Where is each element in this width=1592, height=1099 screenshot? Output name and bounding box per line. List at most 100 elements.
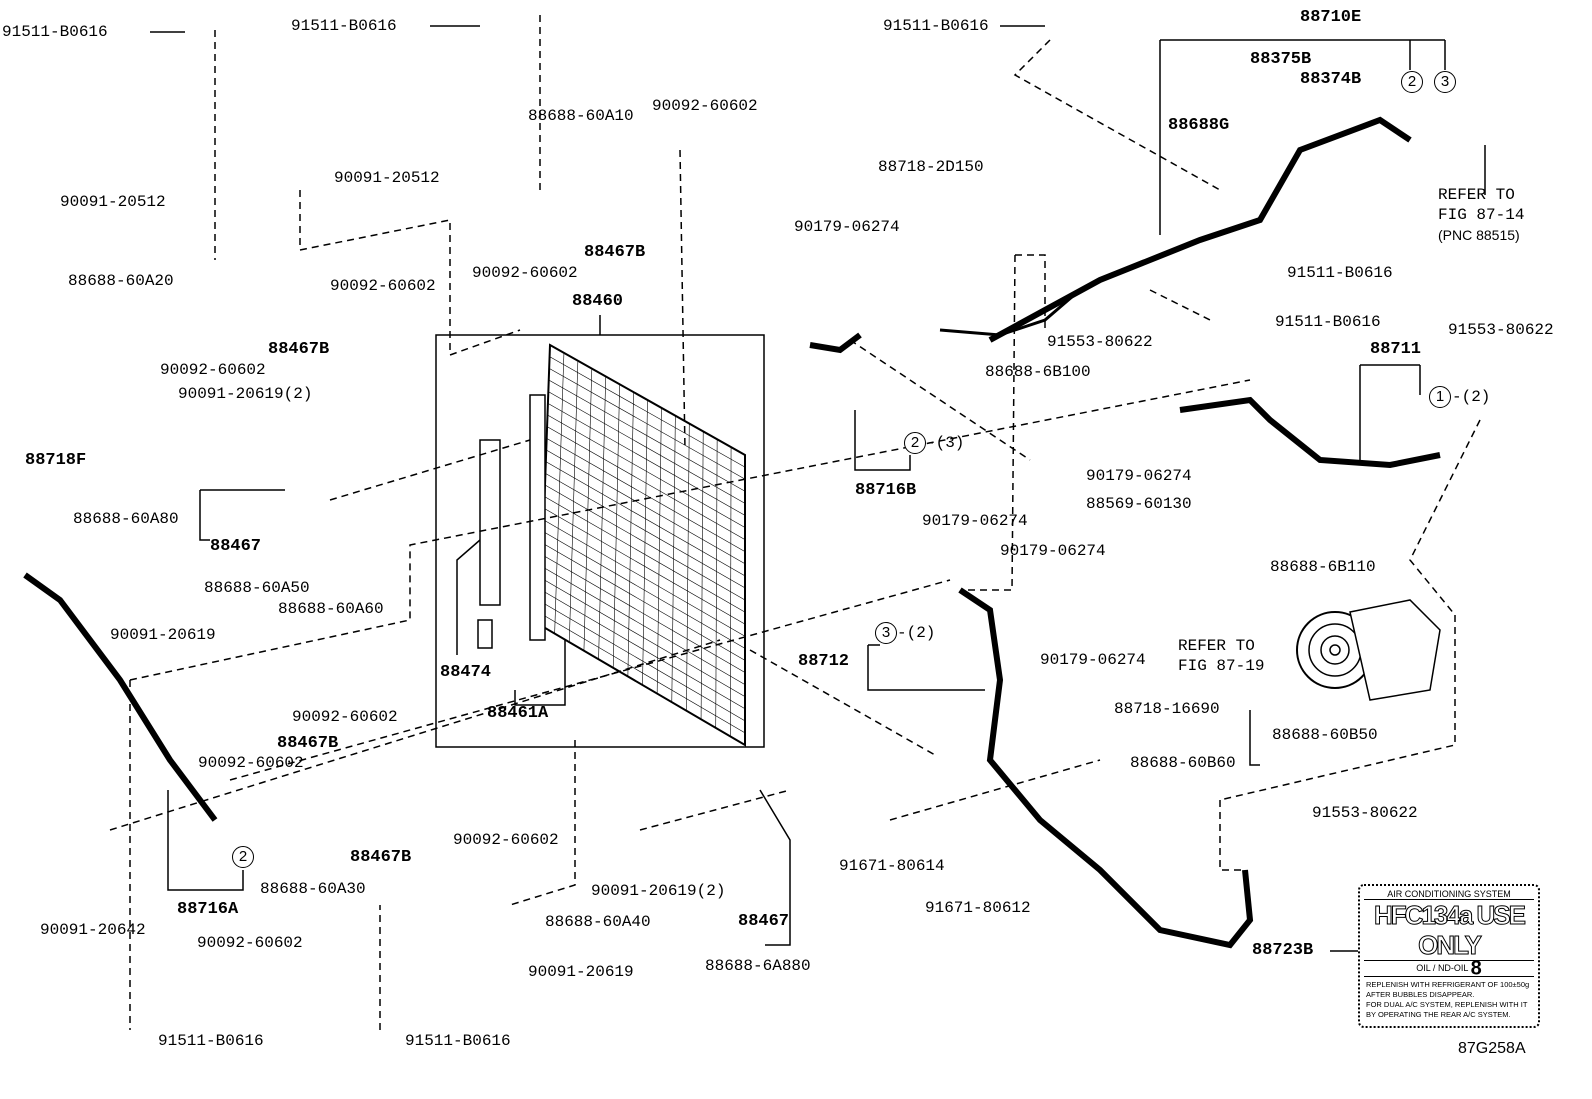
part-number-label: 88569-60130	[1086, 495, 1192, 513]
part-number-label: 91511-B0616	[405, 1032, 511, 1050]
part-number-label: 90092-60602	[160, 361, 266, 379]
part-number-label: 88688-60A40	[545, 913, 651, 931]
part-number-label: 88688-60A30	[260, 880, 366, 898]
part-number-label: 88467B	[350, 848, 412, 867]
part-number-label: 90091-20642	[40, 921, 146, 939]
part-number-label: 90179-06274	[794, 218, 900, 236]
part-number-label: 88688-60A80	[73, 510, 179, 528]
solid-leader-lines	[150, 25, 1486, 952]
part-number-label: 91511-B0616	[883, 17, 989, 35]
condenser-fin	[568, 360, 579, 643]
part-number-label: 88460	[572, 292, 624, 311]
part-number-label: 91511-B0616	[158, 1032, 264, 1050]
part-number-label: 88688-60B50	[1272, 726, 1378, 744]
part-number-label: FIG 87-14	[1438, 206, 1525, 224]
condenser-fin	[612, 384, 620, 668]
part-number-label: 90092-60602	[197, 934, 303, 952]
part-number-label: 88718F	[25, 451, 87, 470]
decal-header: AIR CONDITIONING SYSTEM	[1364, 889, 1534, 900]
part-number-label: FIG 87-19	[1178, 657, 1265, 675]
part-number-label: 88688-60A20	[68, 272, 174, 290]
part-number-label: 88712	[798, 652, 850, 671]
part-number-label: (PNC 88515)	[1438, 227, 1520, 243]
part-number-label: 90091-20512	[60, 193, 166, 211]
part-number-label: 88688-6B100	[985, 363, 1091, 381]
part-number-label: 90091-20512	[334, 169, 440, 187]
part-number-label: 91511-B0616	[1275, 313, 1381, 331]
circled-reference: 2	[232, 846, 254, 868]
part-number-label: 88688-60A60	[278, 600, 384, 618]
decal-oil-label: OIL	[1416, 963, 1431, 973]
part-number-label: 88710E	[1300, 8, 1362, 27]
part-number-label: 88711	[1370, 340, 1422, 359]
condenser-fin	[598, 376, 607, 660]
part-number-label: 90092-60602	[472, 264, 578, 282]
decal-oil-type: ND-OIL	[1437, 963, 1469, 973]
part-number-label: 88688-60A10	[528, 107, 634, 125]
part-number-label: 90179-06274	[1040, 651, 1146, 669]
part-number-label: 90091-20619	[528, 963, 634, 981]
part-number-label: -(3)	[926, 434, 965, 452]
condenser-fin	[554, 352, 565, 634]
condenser-fin	[642, 399, 648, 686]
part-number-label: 88688-6B110	[1270, 558, 1376, 576]
part-number-label: 88467	[210, 537, 262, 556]
part-number-label: -(2)	[1452, 388, 1491, 406]
compressor	[1296, 599, 1441, 701]
ac-refrigerant-label-88723B: AIR CONDITIONING SYSTEM HFC134a USE ONLY…	[1358, 884, 1540, 1028]
decal-note: REPLENISH WITH REFRIGERANT OF 100±50g	[1366, 979, 1530, 989]
part-number-label: 88718-2D150	[878, 158, 984, 176]
circled-reference: 1	[1429, 386, 1451, 408]
part-number-label: 90179-06274	[1086, 467, 1192, 485]
part-number-label: 88467B	[277, 734, 339, 753]
part-number-label: 90092-60602	[652, 97, 758, 115]
part-number-label: 88467B	[584, 243, 646, 262]
part-number-label: 90091-20619	[110, 626, 216, 644]
condenser-fin	[627, 392, 634, 677]
part-number-label: 90091-20619(2)	[591, 882, 726, 900]
part-number-label: 88467B	[268, 340, 330, 359]
part-number-label: 91553-80622	[1448, 321, 1554, 339]
part-number-label: 91511-B0616	[1287, 264, 1393, 282]
dashed-leader-lines	[109, 15, 1481, 1030]
part-number-label: 88688G	[1168, 116, 1230, 135]
part-number-label: 88716B	[855, 481, 917, 500]
part-number-label: 90179-06274	[1000, 542, 1106, 560]
part-number-label: 90092-60602	[292, 708, 398, 726]
condenser-fin	[686, 423, 690, 711]
part-number-label: 88688-60B60	[1130, 754, 1236, 772]
part-number-label: 88474	[440, 663, 492, 682]
decal-note: BY OPERATING THE REAR A/C SYSTEM.	[1366, 1009, 1511, 1019]
condenser	[477, 343, 746, 747]
condenser-fin	[715, 439, 718, 728]
part-number-label: 88461A	[487, 704, 549, 723]
part-number-label: 88723B	[1252, 941, 1314, 960]
part-number-label: 91511-B0616	[2, 23, 108, 41]
part-number-label: 91671-80612	[925, 899, 1031, 917]
diagram-code: 87G258A	[1458, 1040, 1526, 1057]
condenser-fin	[730, 447, 732, 737]
part-number-label: 88375B	[1250, 50, 1312, 69]
part-number-label: 88716A	[177, 900, 239, 919]
part-number-label: 88688-6A880	[705, 957, 811, 975]
decal-title: HFC134a USE ONLY	[1364, 900, 1534, 961]
part-number-label: 90091-20619(2)	[178, 385, 313, 403]
part-number-label: REFER TO	[1438, 186, 1515, 204]
part-number-label: 88467	[738, 912, 790, 931]
part-number-label: 91553-80622	[1312, 804, 1418, 822]
decal-oil: OIL / ND-OIL 8	[1364, 957, 1534, 980]
circled-reference: 3	[875, 622, 897, 644]
circled-reference: 2	[904, 432, 926, 454]
condenser-fin	[656, 407, 662, 694]
part-number-label: 91671-80614	[839, 857, 945, 875]
part-number-label: 88718-16690	[1114, 700, 1220, 718]
hoses	[23, 116, 1441, 949]
part-number-label: 91553-80622	[1047, 333, 1153, 351]
part-number-label: 88688-60A50	[204, 579, 310, 597]
decal-oil-number: 8	[1470, 957, 1482, 980]
part-number-label: 91511-B0616	[291, 17, 397, 35]
part-number-label: REFER TO	[1178, 637, 1255, 655]
circled-reference: 2	[1401, 71, 1423, 93]
